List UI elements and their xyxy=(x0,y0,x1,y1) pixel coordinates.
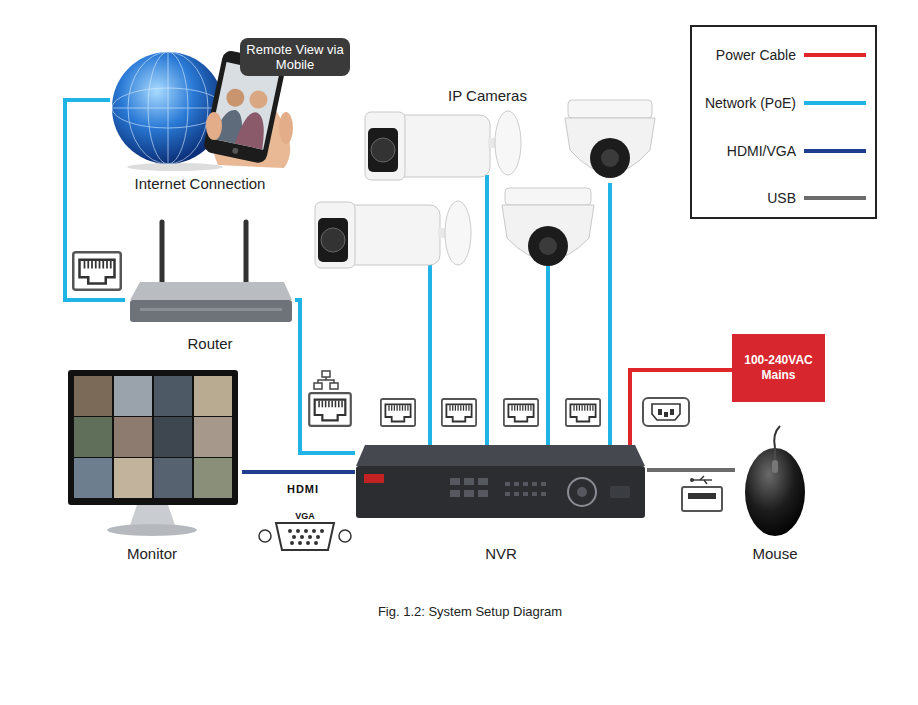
device-label: NVR xyxy=(355,545,647,563)
poe-cable xyxy=(428,262,432,445)
legend-text: HDMI/VGA xyxy=(692,141,796,161)
legend-text: Network (PoE) xyxy=(692,93,796,113)
poe-cable xyxy=(608,183,612,445)
device-label: Monitor xyxy=(62,545,242,563)
legend-row: Network (PoE) xyxy=(692,93,875,113)
remote-view-badge: Remote View via Mobile xyxy=(240,38,350,76)
box-text: Remote View via Mobile xyxy=(246,42,344,72)
legend-row: USB xyxy=(692,188,875,208)
poe-cable xyxy=(485,175,489,445)
device-label: Router xyxy=(125,335,295,353)
box-text: 100-240VAC Mains xyxy=(738,353,819,383)
device-label: Mouse xyxy=(735,545,815,563)
legend-box: Power CableNetwork (PoE) HDMI/VGA USB xyxy=(690,25,877,219)
vga-label: VGA xyxy=(281,510,329,522)
router-node: Router xyxy=(125,215,295,357)
device-label: Internet Connection xyxy=(110,175,290,193)
legend-text: USB xyxy=(692,188,796,208)
nvr-node: NVR xyxy=(355,445,647,567)
legend-row: Power Cable xyxy=(692,45,875,65)
internet-node: Internet Connection Remote View via Mobil… xyxy=(110,35,360,197)
camera-group: IP Cameras xyxy=(310,85,665,280)
legend-swatch xyxy=(804,101,866,105)
usb-cable xyxy=(647,468,735,472)
power-cable xyxy=(630,370,732,445)
mains-box: 100-240VAC Mains xyxy=(732,334,825,402)
monitor-node: Monitor xyxy=(62,365,242,567)
device-label: IP Cameras xyxy=(310,87,665,105)
legend-swatch xyxy=(804,53,866,57)
legend-text: Power Cable xyxy=(692,45,796,65)
mouse-node: Mouse xyxy=(735,425,815,567)
poe-cable xyxy=(546,266,550,445)
hdmi-vga-cable xyxy=(242,470,355,474)
figure-caption: Fig. 1.2: System Setup Diagram xyxy=(270,604,670,620)
hdmi-logo-text: HDMI xyxy=(276,482,330,496)
network-cable xyxy=(65,100,125,300)
legend-swatch xyxy=(804,196,866,200)
network-cable xyxy=(295,300,355,453)
legend-swatch xyxy=(804,149,866,153)
legend-row: HDMI/VGA xyxy=(692,141,875,161)
